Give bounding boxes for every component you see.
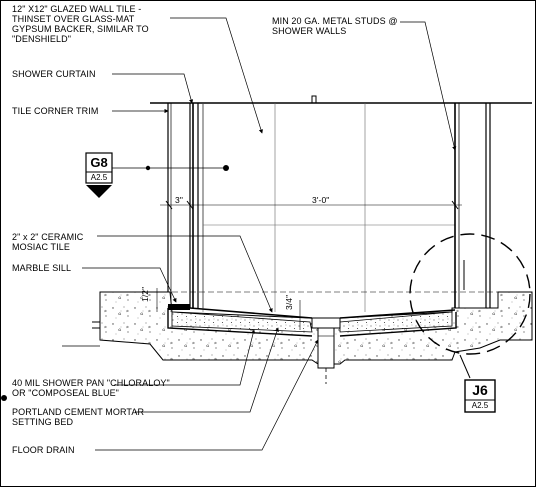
note-mortar-bed: PORTLAND CEMENT MORTAR SETTING BED	[12, 407, 145, 427]
detail-g8-tag-frame	[85, 152, 113, 184]
note-marble-sill: MARBLE SILL	[12, 263, 72, 273]
note-shower-pan: 40 MIL SHOWER PAN "CHLORALOY" OR "COMPOS…	[12, 378, 170, 398]
dim-slope-drop: 3/4"	[284, 294, 294, 310]
floor-drain-shape	[311, 317, 341, 329]
detail-j6-tag-frame	[464, 379, 496, 413]
dim-curb-width: 3"	[175, 195, 183, 205]
note-floor-drain: FLOOR DRAIN	[12, 445, 75, 455]
detail-j6-circle	[409, 233, 531, 355]
dim-shower-width: 3'-0"	[312, 195, 330, 205]
note-shower-curtain: SHOWER CURTAIN	[12, 69, 96, 79]
detail-j6-code[interactable]: J6	[472, 382, 488, 398]
note-mosaic-tile: 2" x 2" CERAMIC MOSIAC TILE	[12, 232, 84, 252]
detail-g8-sheet: A2.5	[90, 173, 108, 182]
note-wall-tile: 12" X12" GLAZED WALL TILE - THINSET OVER…	[12, 4, 149, 44]
note-tile-corner-trim: TILE CORNER TRIM	[12, 106, 99, 116]
wall-tile-grid	[202, 103, 456, 312]
marble-sill-shape	[168, 304, 190, 310]
dim-curb-height: 1/2"	[140, 286, 150, 302]
detail-j6-sheet: A2.5	[471, 401, 489, 410]
note-metal-studs: MIN 20 GA. METAL STUDS @ SHOWER WALLS	[272, 16, 398, 36]
detail-g8-code[interactable]: G8	[90, 155, 108, 170]
